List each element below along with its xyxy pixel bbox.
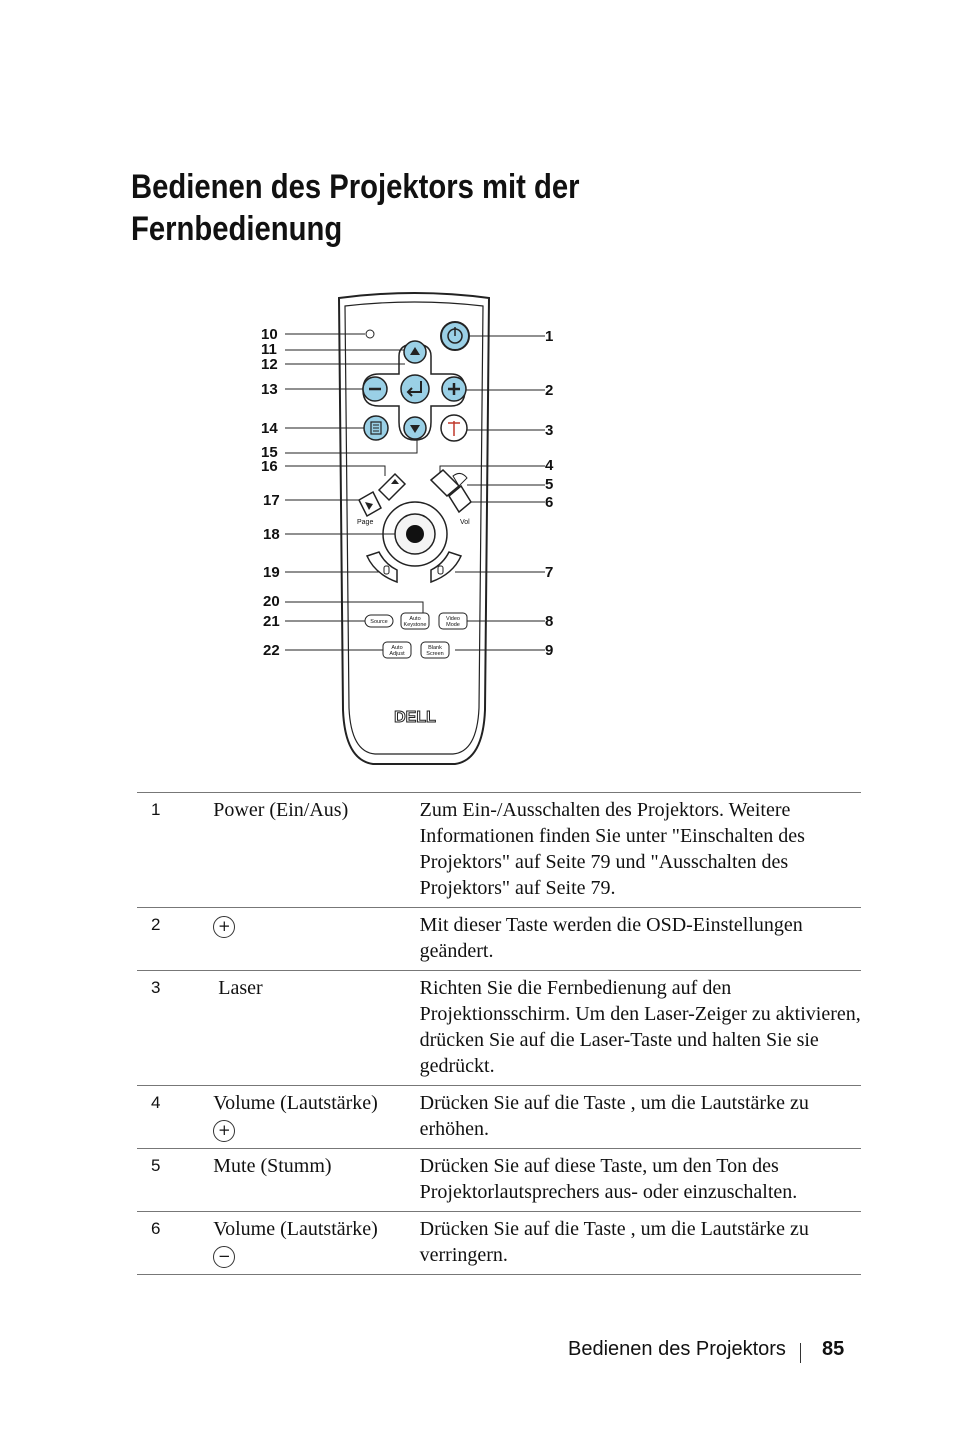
row-number: 3 bbox=[151, 978, 161, 997]
callout-6: 6 bbox=[545, 494, 553, 511]
callout-22: 22 bbox=[263, 642, 280, 659]
page-title: Bedienen des Projektors mit der Fernbedi… bbox=[131, 168, 580, 248]
button-name: Volume (Lautstärke) − bbox=[213, 1212, 419, 1275]
callout-5: 5 bbox=[545, 476, 553, 493]
button-description: Drücken Sie auf die Taste , um die Lauts… bbox=[419, 1218, 809, 1266]
enter-icon bbox=[400, 374, 430, 404]
button-name-text: Volume (Lautstärke) bbox=[213, 1092, 378, 1114]
button-description: Mit dieser Taste werden die OSD-Einstell… bbox=[419, 914, 803, 962]
svg-text:Blank: Blank bbox=[428, 645, 442, 651]
callout-13: 13 bbox=[261, 381, 278, 398]
volume-down-icon bbox=[448, 484, 472, 514]
callout-1: 1 bbox=[545, 328, 553, 345]
button-name: Power (Ein/Aus) bbox=[213, 799, 349, 821]
remote-control-figure: 10 11 12 13 14 15 16 17 18 19 20 21 22 1… bbox=[261, 292, 554, 765]
svg-text:Keystone: Keystone bbox=[404, 622, 427, 628]
callout-9: 9 bbox=[545, 642, 553, 659]
minus-icon: − bbox=[213, 1246, 236, 1268]
svg-text:Mode: Mode bbox=[446, 622, 460, 628]
callout-15: 15 bbox=[261, 444, 278, 461]
button-name-text: Volume (Lautstärke) bbox=[213, 1218, 378, 1240]
source-button bbox=[364, 614, 394, 628]
button-description-table: 1 Power (Ein/Aus) Zum Ein-/Ausschalten d… bbox=[137, 792, 861, 1275]
row-number: 2 bbox=[151, 915, 161, 934]
row-number: 4 bbox=[151, 1093, 161, 1112]
button-name: + bbox=[213, 908, 419, 971]
callout-12: 12 bbox=[261, 356, 278, 373]
button-name: Volume (Lautstärke) + bbox=[213, 1086, 419, 1149]
row-number: 5 bbox=[151, 1156, 161, 1175]
row-number: 6 bbox=[151, 1219, 161, 1238]
callout-10: 10 bbox=[261, 326, 278, 343]
plus-icon: + bbox=[213, 1120, 236, 1142]
dell-logo: DELL bbox=[394, 709, 436, 726]
svg-text:Auto: Auto bbox=[409, 616, 420, 622]
auto-adjust-button bbox=[382, 641, 412, 659]
table-row: 3 Laser Richten Sie die Fernbedienung au… bbox=[137, 971, 861, 1086]
footer-divider bbox=[800, 1343, 801, 1363]
callout-11: 11 bbox=[261, 341, 277, 358]
plus-icon: + bbox=[213, 916, 236, 938]
page-up-icon bbox=[377, 472, 407, 502]
row-number: 1 bbox=[151, 800, 161, 819]
table-row: 1 Power (Ein/Aus) Zum Ein-/Ausschalten d… bbox=[137, 792, 861, 908]
callout-16: 16 bbox=[261, 458, 278, 475]
button-description: Zum Ein-/Ausschalten des Projektors. Wei… bbox=[419, 799, 805, 899]
mute-icon bbox=[452, 472, 468, 487]
table-row: 6 Volume (Lautstärke) − Drücken Sie auf … bbox=[137, 1212, 861, 1275]
page-label: Page bbox=[357, 519, 373, 526]
button-name: Laser bbox=[213, 977, 263, 999]
button-name: Mute (Stumm) bbox=[213, 1155, 332, 1177]
vol-label: Vol bbox=[460, 519, 470, 526]
svg-text:Source: Source bbox=[370, 619, 387, 625]
page-number: 85 bbox=[822, 1338, 845, 1360]
button-description: Drücken Sie auf die Taste , um die Lauts… bbox=[419, 1092, 809, 1140]
trackball bbox=[382, 501, 448, 567]
table-row: 4 Volume (Lautstärke) + Drücken Sie auf … bbox=[137, 1086, 861, 1149]
ir-led-icon bbox=[365, 329, 375, 339]
callout-8: 8 bbox=[545, 613, 553, 630]
svg-text:Video: Video bbox=[446, 616, 460, 622]
svg-text:Adjust: Adjust bbox=[389, 651, 405, 657]
callout-19: 19 bbox=[263, 564, 280, 581]
callout-3: 3 bbox=[545, 422, 553, 439]
right-click-button bbox=[430, 551, 463, 584]
callout-14: 14 bbox=[261, 420, 278, 437]
left-click-button bbox=[365, 551, 398, 584]
auto-keystone-button bbox=[400, 612, 430, 630]
callout-7: 7 bbox=[545, 564, 553, 581]
blank-screen-button bbox=[420, 641, 450, 659]
callout-17: 17 bbox=[263, 492, 280, 509]
callout-4: 4 bbox=[545, 457, 554, 474]
callout-18: 18 bbox=[263, 526, 280, 543]
table-row: 5 Mute (Stumm) Drücken Sie auf diese Tas… bbox=[137, 1149, 861, 1212]
footer-section-title: Bedienen des Projektors bbox=[568, 1338, 786, 1360]
callout-2: 2 bbox=[545, 382, 553, 399]
video-mode-button bbox=[438, 612, 468, 630]
table-row: 2 + Mit dieser Taste werden die OSD-Eins… bbox=[137, 908, 861, 971]
callout-20: 20 bbox=[263, 593, 280, 610]
button-description: Drücken Sie auf diese Taste, um den Ton … bbox=[419, 1155, 798, 1203]
svg-text:Auto: Auto bbox=[391, 645, 402, 651]
callout-21: 21 bbox=[263, 613, 280, 630]
svg-text:Screen: Screen bbox=[426, 651, 443, 657]
button-description: Richten Sie die Fernbedienung auf den Pr… bbox=[419, 977, 861, 1077]
